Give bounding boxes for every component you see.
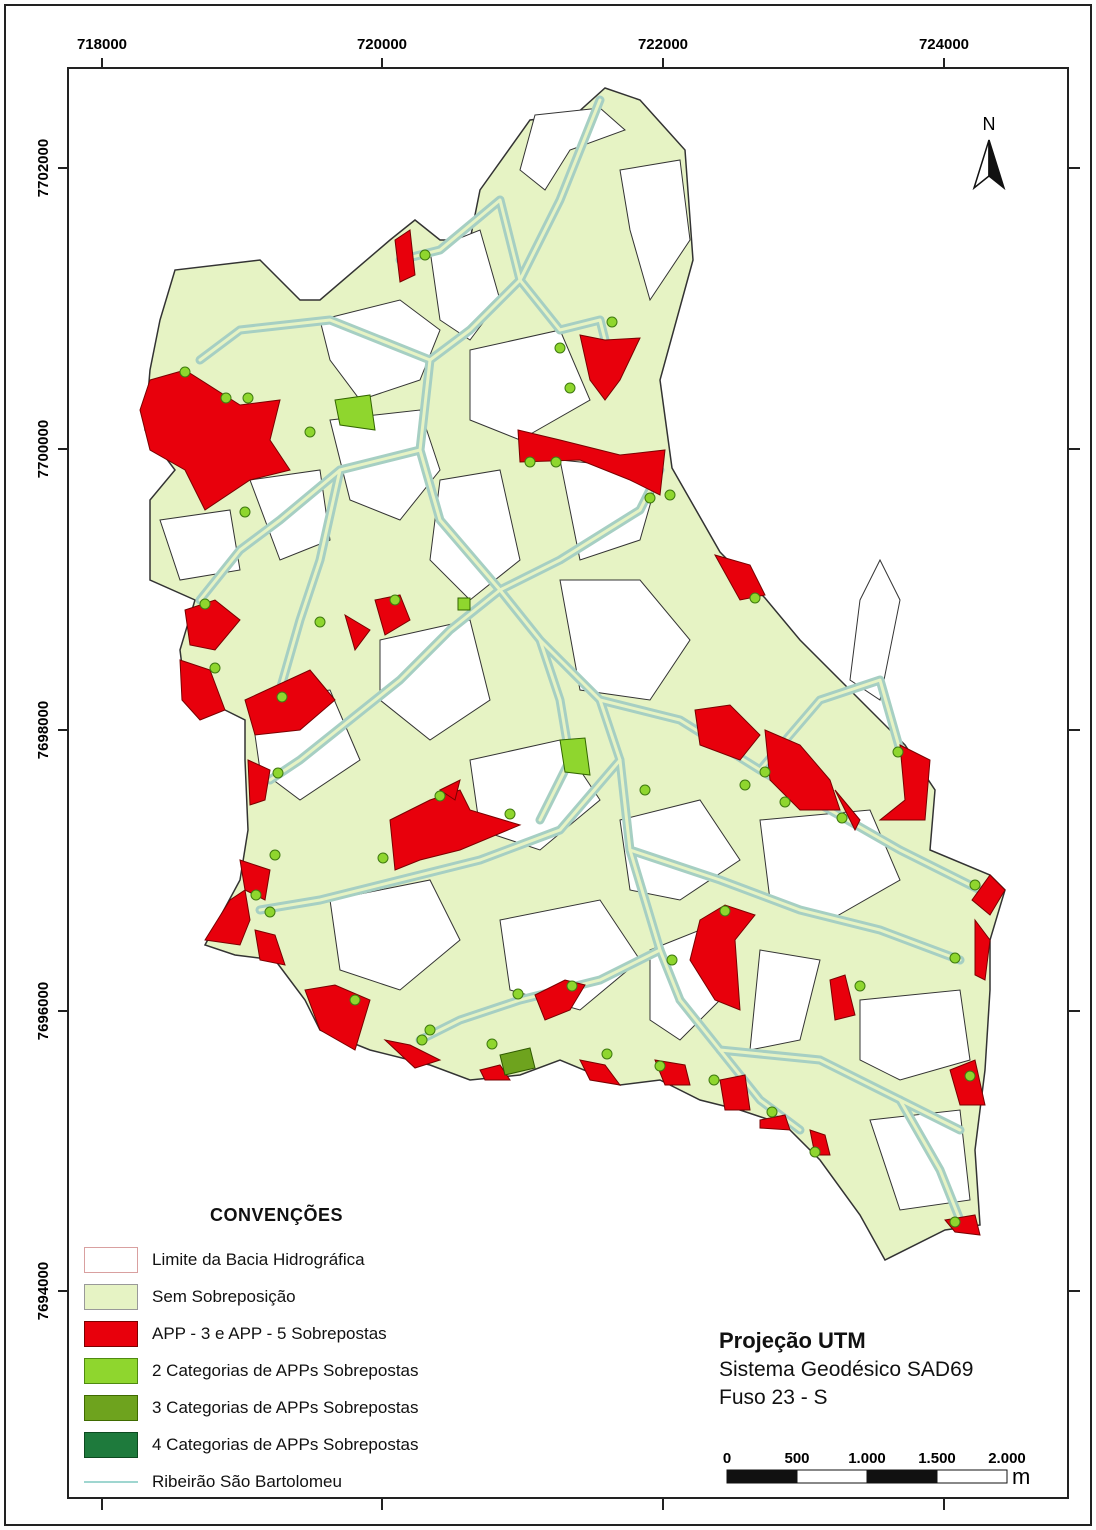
legend-swatch	[84, 1321, 138, 1347]
projection-datum: Sistema Geodésico SAD69	[719, 1358, 974, 1381]
legend-item-three-categories: 3 Categorias de APPs Sobrepostas	[84, 1393, 419, 1423]
x-tick-marks	[101, 58, 945, 1510]
app3-app5-patches	[139, 229, 1006, 1236]
legend-label: Ribeirão São Bartolomeu	[152, 1472, 342, 1491]
legend-swatch	[84, 1469, 138, 1495]
y-tick-label: 7694000	[35, 1262, 52, 1320]
legend-item-two-categories: 2 Categorias de APPs Sobrepostas	[84, 1356, 419, 1386]
x-tick-label: 722000	[638, 36, 688, 53]
scale-unit: m	[1012, 1464, 1030, 1489]
x-tick-label: 724000	[919, 36, 969, 53]
legend-label: Limite da Bacia Hidrográfica	[152, 1250, 365, 1269]
legend-swatch	[84, 1358, 138, 1384]
legend-item-four-categories: 4 Categorias de APPs Sobrepostas	[84, 1430, 419, 1460]
scale-bar: 0 500 1.000 1.500 2.000 m	[723, 1450, 1031, 1489]
x-tick-label: 720000	[357, 36, 407, 53]
scale-label: 500	[784, 1450, 809, 1467]
legend-label: APP - 3 e APP - 5 Sobrepostas	[152, 1324, 387, 1343]
north-arrow-icon: N	[972, 114, 1006, 191]
projection-info: Projeção UTM Sistema Geodésico SAD69 Fus…	[719, 1328, 1059, 1410]
legend-swatch	[84, 1247, 138, 1273]
y-tick-label: 7700000	[35, 420, 52, 478]
y-tick-label: 7702000	[35, 139, 52, 197]
x-tick-label: 718000	[77, 36, 127, 53]
legend-title: CONVENÇÕES	[210, 1205, 344, 1225]
stream-lines	[198, 98, 982, 1222]
projection-zone: Fuso 23 - S	[719, 1386, 828, 1409]
scale-label: 1.500	[918, 1450, 956, 1467]
three-category-patches	[499, 1047, 536, 1076]
scale-label: 0	[723, 1450, 731, 1467]
junction-dots	[179, 249, 981, 1228]
legend-label: Sem Sobreposição	[152, 1287, 296, 1306]
two-category-patches	[334, 394, 591, 776]
y-tick-label: 7698000	[35, 701, 52, 759]
legend-item-basin-boundary: Limite da Bacia Hidrográfica	[84, 1245, 365, 1275]
legend-label: 2 Categorias de APPs Sobrepostas	[152, 1361, 419, 1380]
legend-label: 3 Categorias de APPs Sobrepostas	[152, 1398, 419, 1417]
legend-swatch	[84, 1284, 138, 1310]
y-tick-label: 7696000	[35, 982, 52, 1040]
legend-label: 4 Categorias de APPs Sobrepostas	[152, 1435, 419, 1454]
legend-swatch	[84, 1432, 138, 1458]
scale-label: 1.000	[848, 1450, 886, 1467]
legend-item-app3-app5: APP - 3 e APP - 5 Sobrepostas	[84, 1319, 387, 1349]
legend-swatch	[84, 1395, 138, 1421]
legend-item-stream: Ribeirão São Bartolomeu	[84, 1467, 342, 1497]
scale-label: 2.000	[988, 1450, 1026, 1467]
projection-title: Projeção UTM	[719, 1328, 866, 1353]
north-label: N	[983, 114, 996, 134]
y-tick-marks	[58, 167, 1080, 1292]
legend-item-no-overlap: Sem Sobreposição	[84, 1282, 296, 1312]
